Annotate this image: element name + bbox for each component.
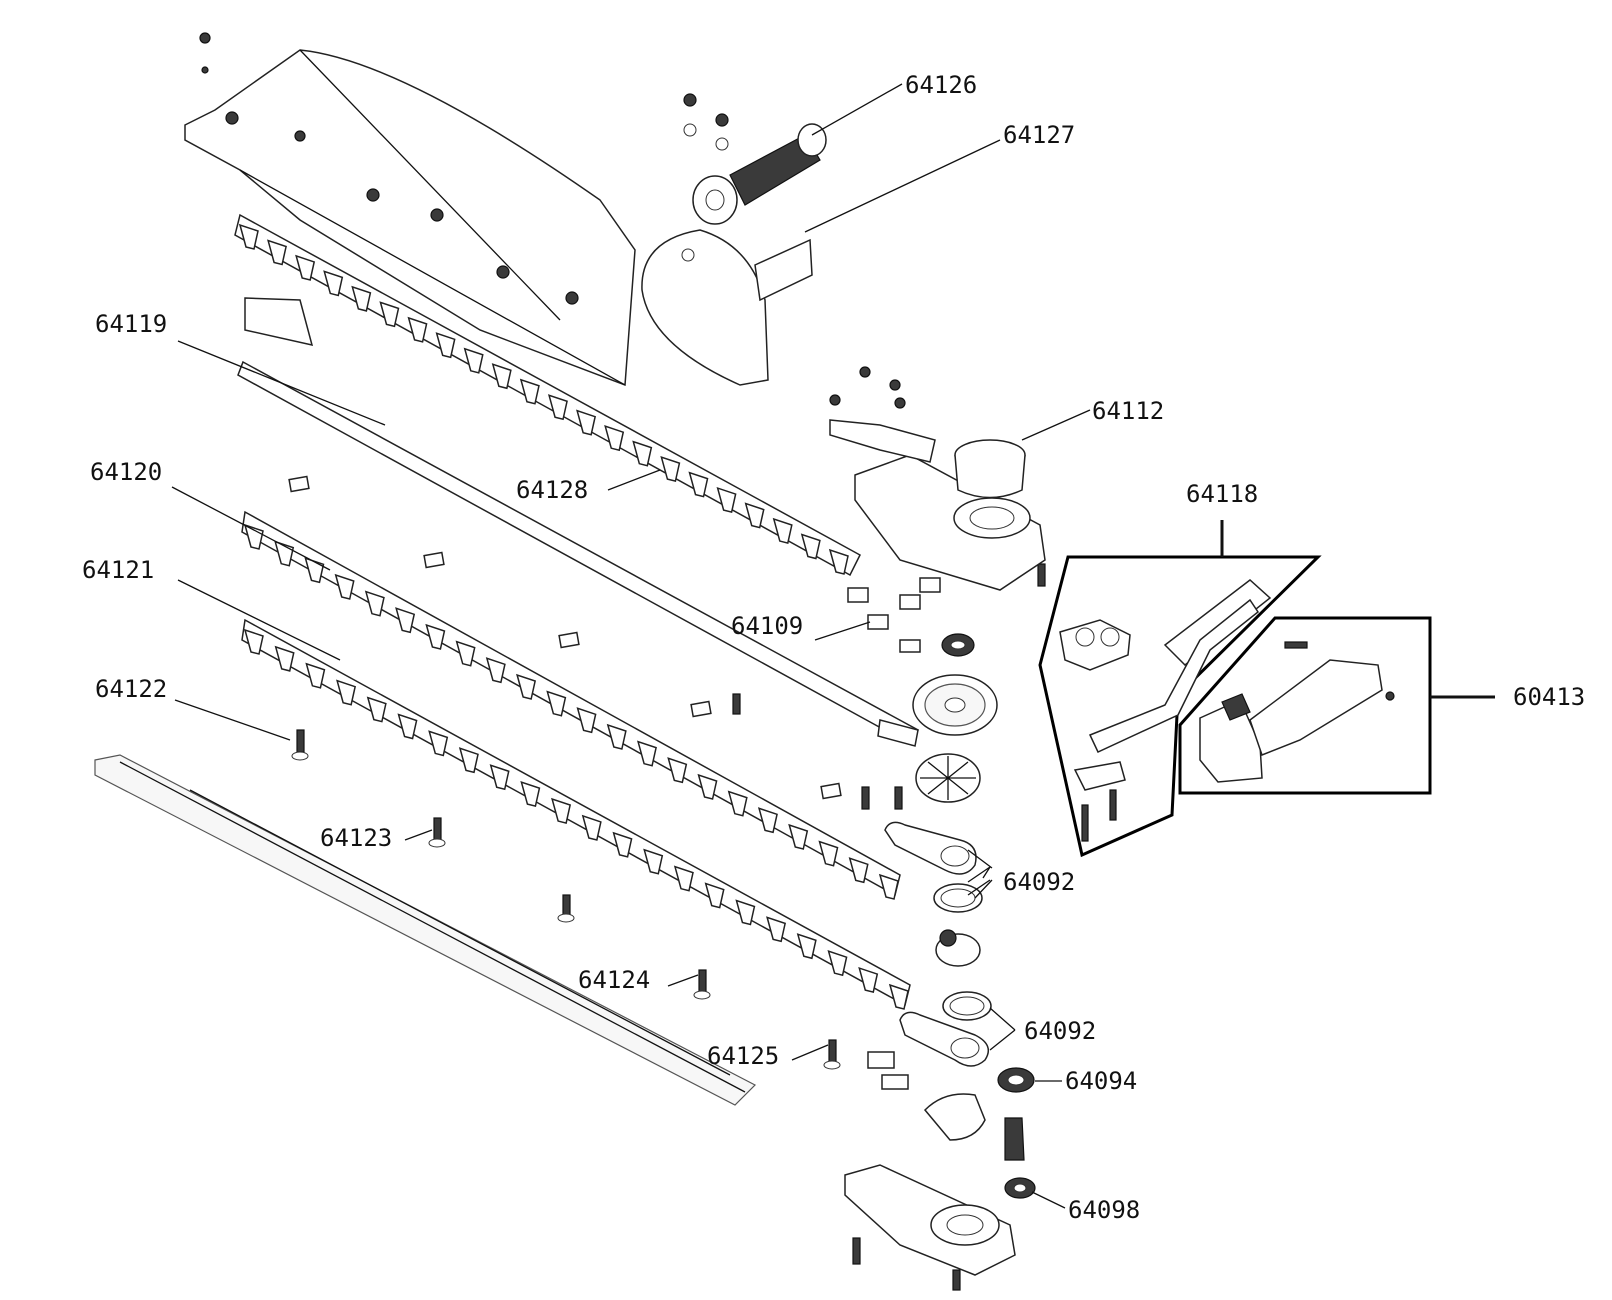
leader-lines [171,83,1091,1209]
eccentric-cam [935,929,981,967]
label-64124: 64124 [578,966,650,994]
gear-housing-top [829,366,1046,591]
label-64121: 64121 [82,556,154,584]
middle-cutter-blade [241,510,901,900]
label-64123: 64123 [320,824,392,852]
connecting-rod-lower [899,991,992,1067]
front-handle-grip [683,93,827,225]
blade-bracket [244,297,314,347]
blade-guard-channel [94,754,757,1106]
gearbox-internals [847,577,998,803]
label-64112: 64112 [1092,397,1164,425]
spacer-plates [288,475,842,800]
label-64098: 64098 [1068,1196,1140,1224]
lower-cam-and-pinion [867,1051,1025,1161]
label-64092-lower: 64092 [1024,1017,1096,1045]
hand-guard [641,229,813,386]
label-64120: 64120 [90,458,162,486]
shaft-assembly-frame [1038,520,1322,858]
label-64092-upper: 64092 [1003,868,1075,896]
blade-support-rail [237,360,919,747]
label-64125: 64125 [707,1042,779,1070]
connecting-rod-upper [884,821,983,913]
blade-guard-cover [184,32,636,387]
label-64128: 64128 [516,476,588,504]
label-64119: 64119 [95,310,167,338]
label-64122: 64122 [95,675,167,703]
throttle-handle-frame [1178,616,1495,795]
bearing-64094 [997,1067,1035,1093]
label-64118: 64118 [1186,480,1258,508]
gear-housing-bottom [844,1164,1036,1276]
label-64094: 64094 [1065,1067,1137,1095]
lower-cutter-blade [241,618,911,1010]
upper-cutter-blade [234,213,861,577]
part-labels: 64126 64127 64119 64112 64118 64120 6412… [82,71,1585,1224]
label-60413: 60413 [1513,683,1585,711]
bolts [291,563,1046,1291]
label-64109: 64109 [731,612,803,640]
label-64127: 64127 [1003,121,1075,149]
label-64126: 64126 [905,71,977,99]
